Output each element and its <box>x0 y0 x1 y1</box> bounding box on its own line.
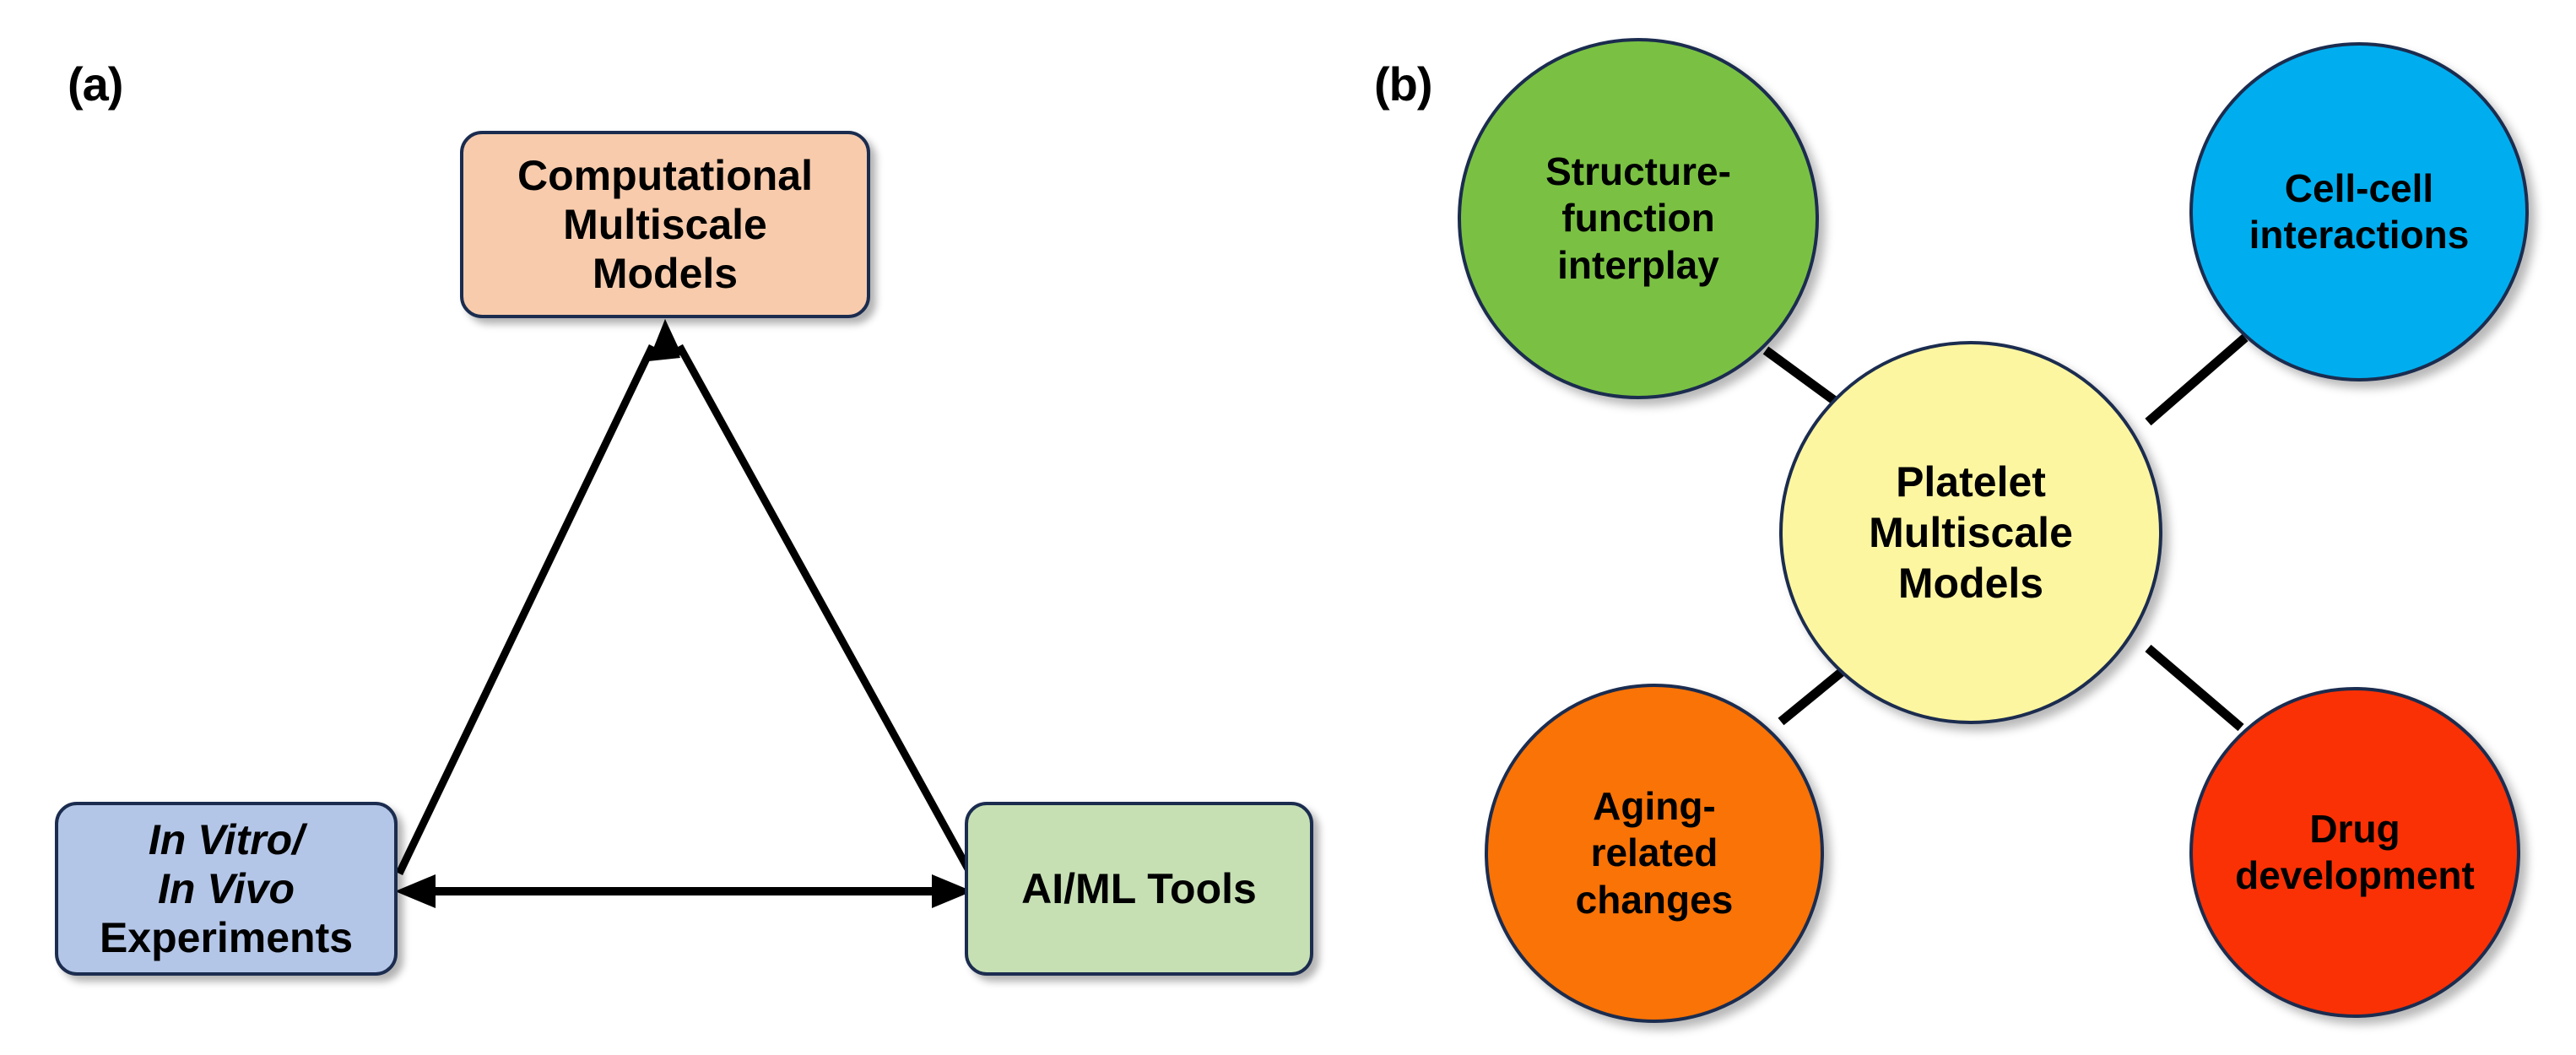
node-line-3: Models <box>1897 560 2044 607</box>
node-line-1: In Vitro/ <box>148 816 305 863</box>
node-drug-label: Drug development <box>2228 806 2481 899</box>
arrow-experiments-to-models <box>395 319 680 875</box>
node-aiml-label: AI/ML Tools <box>1013 864 1265 913</box>
node-line-2: related <box>1590 830 1718 875</box>
node-line-2: interactions <box>2249 213 2470 257</box>
node-computational-multiscale-models[interactable]: Computational Multiscale Models <box>460 131 870 318</box>
node-cellcell-label: Cell-cell interactions <box>2243 165 2476 258</box>
node-line-2: Multiscale <box>563 201 767 248</box>
panel-label-a: (a) <box>68 57 123 111</box>
node-line-1: AI/ML Tools <box>1021 865 1257 912</box>
node-hub-label: Platelet Multiscale Models <box>1862 457 2080 609</box>
node-platelet-multiscale-models[interactable]: Platelet Multiscale Models <box>1779 341 2162 724</box>
arrow-aiml-to-models <box>650 319 974 876</box>
node-structure-label: Structure- function interplay <box>1539 149 1738 289</box>
node-line-3: Models <box>592 250 739 297</box>
node-aging-label: Aging- related changes <box>1569 783 1740 923</box>
panel-label-b: (b) <box>1374 57 1433 111</box>
node-line-2: development <box>2235 853 2475 897</box>
arrow-experiments-aiml-bidirectional <box>395 874 972 908</box>
node-line-2: In Vivo <box>157 865 295 912</box>
node-aging-related-changes[interactable]: Aging- related changes <box>1485 684 1824 1023</box>
node-line-1: Aging- <box>1593 784 1716 829</box>
node-in-vitro-in-vivo-experiments[interactable]: In Vitro/ In Vivo Experiments <box>55 802 398 976</box>
node-ai-ml-tools[interactable]: AI/ML Tools <box>965 802 1313 976</box>
node-line-1: Platelet <box>1896 458 2046 506</box>
node-drug-development[interactable]: Drug development <box>2189 687 2520 1018</box>
node-line-3: Experiments <box>99 914 354 961</box>
node-computational-label: Computational Multiscale Models <box>509 151 821 298</box>
node-structure-function-interplay[interactable]: Structure- function interplay <box>1458 38 1819 399</box>
node-experiments-label: In Vitro/ In Vivo Experiments <box>91 815 361 962</box>
node-cell-cell-interactions[interactable]: Cell-cell interactions <box>2189 42 2529 381</box>
node-line-1: Computational <box>517 152 813 199</box>
node-line-1: Cell-cell <box>2284 165 2434 210</box>
node-line-1: Drug <box>2309 806 2400 851</box>
node-line-3: changes <box>1575 877 1734 922</box>
node-line-2: Multiscale <box>1869 509 2073 556</box>
connector-drug-to-hub <box>2145 644 2244 732</box>
node-line-3: interplay <box>1557 242 1719 287</box>
node-line-1: Structure- <box>1545 149 1731 194</box>
connector-cellcell-to-hub <box>2145 333 2249 426</box>
node-line-2: function <box>1561 196 1715 241</box>
